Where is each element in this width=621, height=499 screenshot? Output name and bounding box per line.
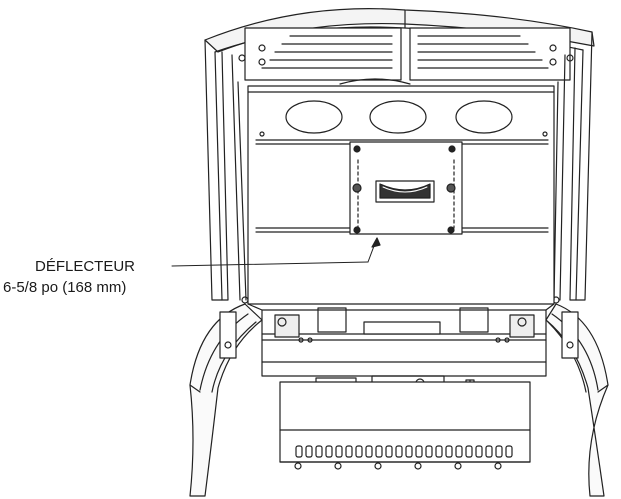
callout-leader <box>171 237 381 267</box>
vent-slot <box>435 445 443 458</box>
vent-slot <box>315 445 323 458</box>
vent-slot <box>375 445 383 458</box>
left-leg <box>189 303 263 497</box>
right-top-panel <box>409 27 571 81</box>
ash-drawer <box>279 381 531 470</box>
left-top-panel <box>244 27 402 81</box>
vent-slot <box>465 445 473 458</box>
vent-slot <box>385 445 393 458</box>
vent-slot <box>495 445 503 458</box>
vent-slot <box>305 445 313 458</box>
callout-dimension: 6-5/8 po (168 mm) <box>3 279 127 296</box>
vent-slot <box>505 445 513 458</box>
vent-slot <box>415 445 423 458</box>
vent-slot <box>475 445 483 458</box>
deflector-plate <box>349 141 463 235</box>
vent-slot <box>485 445 493 458</box>
vent-slot <box>295 445 303 458</box>
callout-part-name: DÉFLECTEUR <box>35 258 136 275</box>
left-pillar <box>204 39 249 304</box>
right-pillar <box>552 31 593 304</box>
vent-slots <box>295 445 513 458</box>
air-tube-ovals <box>285 100 513 134</box>
vent-slot <box>335 445 343 458</box>
vent-slot <box>445 445 453 458</box>
vent-slot <box>325 445 333 458</box>
vent-slot <box>455 445 463 458</box>
vent-slot <box>395 445 403 458</box>
vent-slot <box>345 445 353 458</box>
right-leg <box>545 303 609 497</box>
vent-slot <box>405 445 413 458</box>
lower-body <box>247 303 555 377</box>
vent-slot <box>355 445 363 458</box>
vent-slot <box>365 445 373 458</box>
vent-slot <box>425 445 433 458</box>
